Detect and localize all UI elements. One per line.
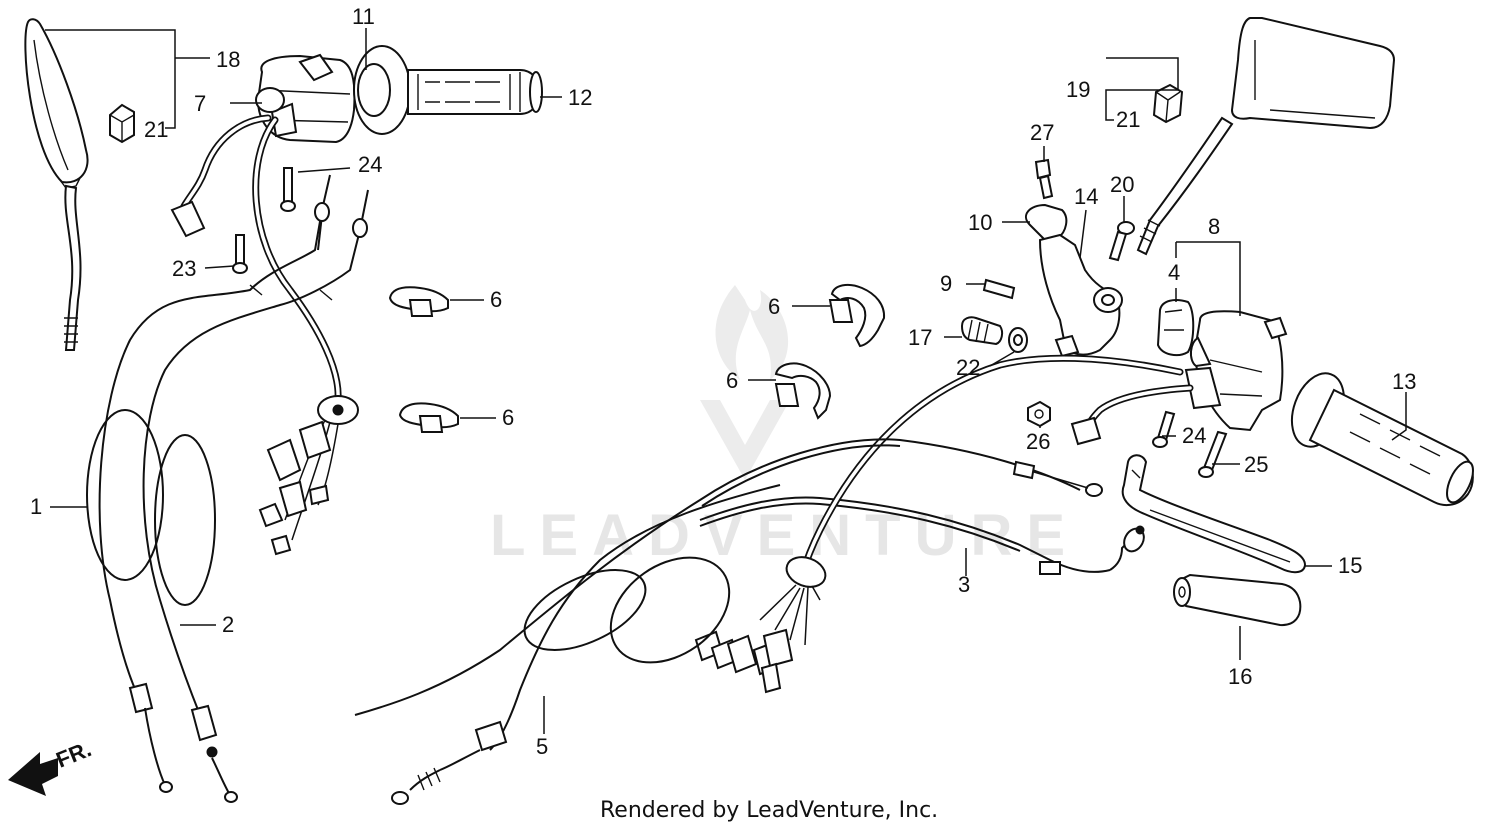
grip-cap-16: [1173, 573, 1302, 627]
right-harness-connector: [1070, 384, 1194, 446]
callout-6d: 6: [726, 368, 738, 393]
bolt-17: [960, 316, 1028, 353]
right-screws: [1152, 410, 1228, 478]
callout-6c: 6: [768, 294, 780, 319]
left-screws: [232, 167, 296, 274]
cable-5: [354, 438, 1103, 805]
right-bands: [774, 283, 886, 420]
callout-23: 23: [172, 256, 196, 281]
front-direction-arrow: FR.: [8, 736, 95, 796]
throttle-cable-1: [86, 174, 331, 793]
callout-labels: 1 2 3 4 5 6 6 6 6 7 8 9 10 11 12 13 14 1…: [30, 4, 1416, 759]
leader-lines: [45, 28, 1407, 734]
callout-11: 11: [352, 4, 375, 29]
callout-13: 13: [1392, 369, 1416, 394]
callout-12: 12: [568, 85, 592, 110]
callout-8: 8: [1208, 214, 1220, 239]
callout-20: 20: [1110, 172, 1134, 197]
callout-9: 9: [940, 271, 952, 296]
pin-9: [982, 278, 1016, 300]
nut-26: [1027, 400, 1051, 428]
callout-26: 26: [1026, 429, 1050, 454]
right-switch-housing: [1156, 299, 1288, 432]
clutch-cable-3: [699, 496, 1145, 575]
callout-15: 15: [1338, 553, 1362, 578]
left-mirror-nut: [109, 103, 135, 144]
callout-6b: 6: [502, 405, 514, 430]
callout-7: 7: [194, 91, 206, 116]
clutch-lever-bracket: [1025, 203, 1123, 358]
callout-1: 1: [30, 494, 42, 519]
callout-21a: 21: [144, 117, 168, 142]
watermark: LEADVENTURE: [490, 285, 1079, 568]
callout-24a: 24: [358, 152, 382, 177]
watermark-text: LEADVENTURE: [490, 503, 1079, 568]
callout-22: 22: [956, 355, 980, 380]
callout-10: 10: [968, 210, 992, 235]
callout-3: 3: [958, 572, 970, 597]
right-mirror: [1136, 17, 1396, 256]
callout-14: 14: [1074, 184, 1098, 209]
callout-6a: 6: [490, 287, 502, 312]
callout-21b: 21: [1116, 107, 1140, 132]
callout-2: 2: [222, 612, 234, 637]
callout-24b: 24: [1182, 423, 1206, 448]
callout-25: 25: [1244, 452, 1268, 477]
main-wire-harness: [694, 354, 1184, 694]
callout-4: 4: [1168, 260, 1180, 285]
fr-label: FR.: [53, 736, 95, 772]
left-switch-housing: [255, 53, 356, 144]
callout-17: 17: [908, 325, 932, 350]
callout-27: 27: [1030, 120, 1054, 145]
throttle-cable-2: [142, 189, 369, 803]
footer-credit: Rendered by LeadVenture, Inc.: [600, 798, 938, 823]
callout-5: 5: [536, 734, 548, 759]
left-bands: [388, 286, 459, 433]
callout-19: 19: [1066, 77, 1090, 102]
left-mirror: [24, 18, 89, 351]
throttle-grip: [353, 45, 543, 135]
bolt-20: [1108, 221, 1135, 262]
screw-27: [1034, 158, 1054, 200]
right-grip: [1290, 372, 1474, 507]
callout-16: 16: [1228, 664, 1252, 689]
clutch-lever: [1121, 454, 1307, 574]
left-switch-harness: [170, 114, 359, 556]
right-mirror-nut: [1152, 83, 1184, 124]
callout-18: 18: [216, 47, 240, 72]
